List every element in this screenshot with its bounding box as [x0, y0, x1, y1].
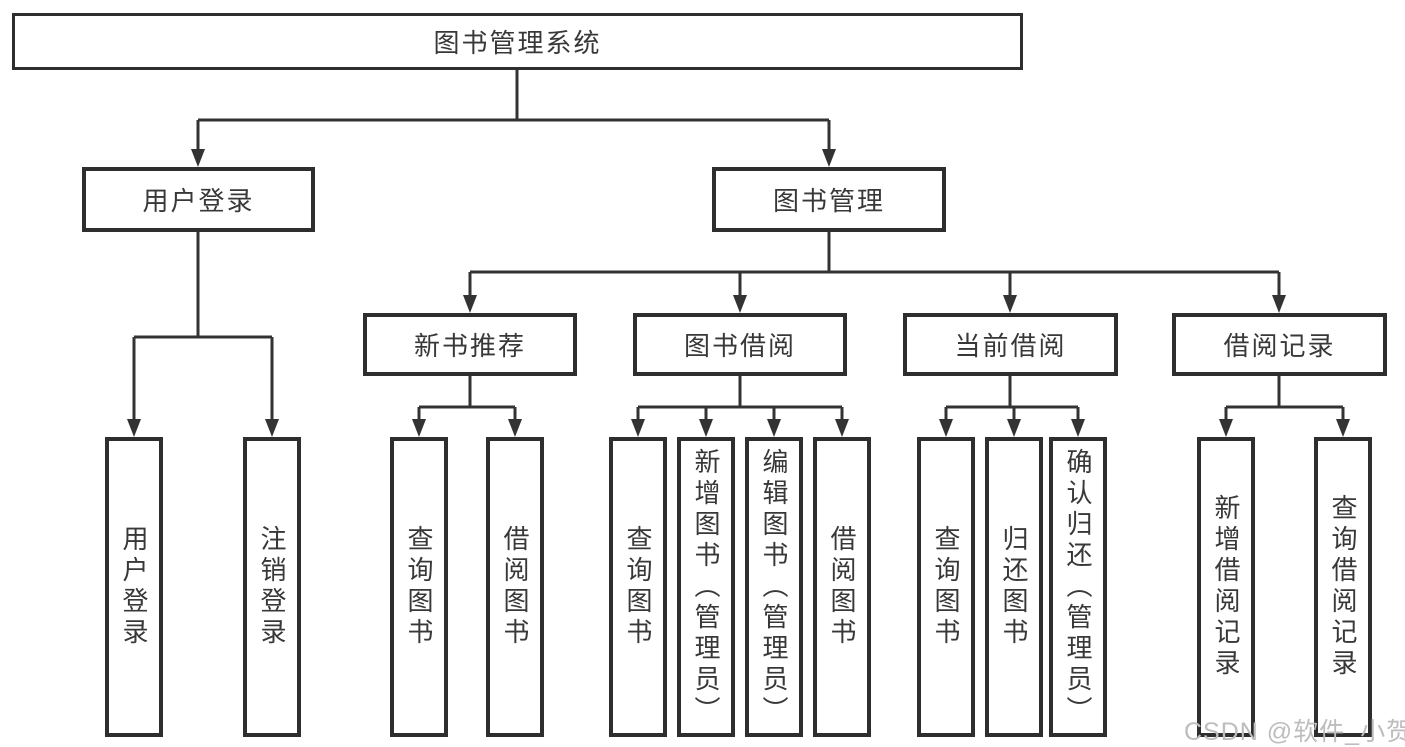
node-library-system: 图书管理系统 — [12, 13, 1023, 70]
node-new-book-recommend: 新书推荐 — [363, 313, 577, 376]
node-book-management: 图书管理 — [712, 167, 946, 232]
node-current-borrow: 当前借阅 — [903, 313, 1118, 376]
edges-root-to-level2 — [191, 70, 836, 167]
leaf-borrow-books-recommend: 借阅图书 — [486, 437, 544, 737]
leaf-confirm-return-admin: 确认归还（管理员） — [1049, 437, 1107, 737]
node-book-borrow: 图书借阅 — [633, 313, 847, 376]
leaf-query-borrow-record: 查询借阅记录 — [1314, 437, 1372, 737]
leaf-add-books-admin: 新增图书（管理员） — [677, 437, 735, 737]
node-borrow-records: 借阅记录 — [1172, 313, 1387, 376]
leaf-query-books-recommend: 查询图书 — [390, 437, 448, 737]
edges-new-book-branch — [412, 376, 522, 437]
edges-user-login-branch — [127, 232, 279, 437]
leaf-query-books: 查询图书 — [609, 437, 667, 737]
edges-borrow-records-branch — [1219, 376, 1350, 437]
leaf-logout: 注销登录 — [243, 437, 301, 737]
leaf-add-borrow-record: 新增借阅记录 — [1197, 437, 1255, 737]
node-user-login: 用户登录 — [82, 167, 315, 232]
leaf-query-books-current: 查询图书 — [917, 437, 975, 737]
leaf-user-login: 用户登录 — [105, 437, 163, 737]
leaf-return-books: 归还图书 — [985, 437, 1043, 737]
edges-current-borrow-branch — [939, 376, 1085, 437]
leaf-edit-books-admin: 编辑图书（管理员） — [745, 437, 803, 737]
leaf-borrow-books: 借阅图书 — [813, 437, 871, 737]
edges-book-mgmt-branch — [463, 232, 1286, 313]
csdn-watermark: CSDN @软件_小贺同学 — [1184, 718, 1405, 746]
edges-book-borrow-branch — [631, 376, 849, 437]
